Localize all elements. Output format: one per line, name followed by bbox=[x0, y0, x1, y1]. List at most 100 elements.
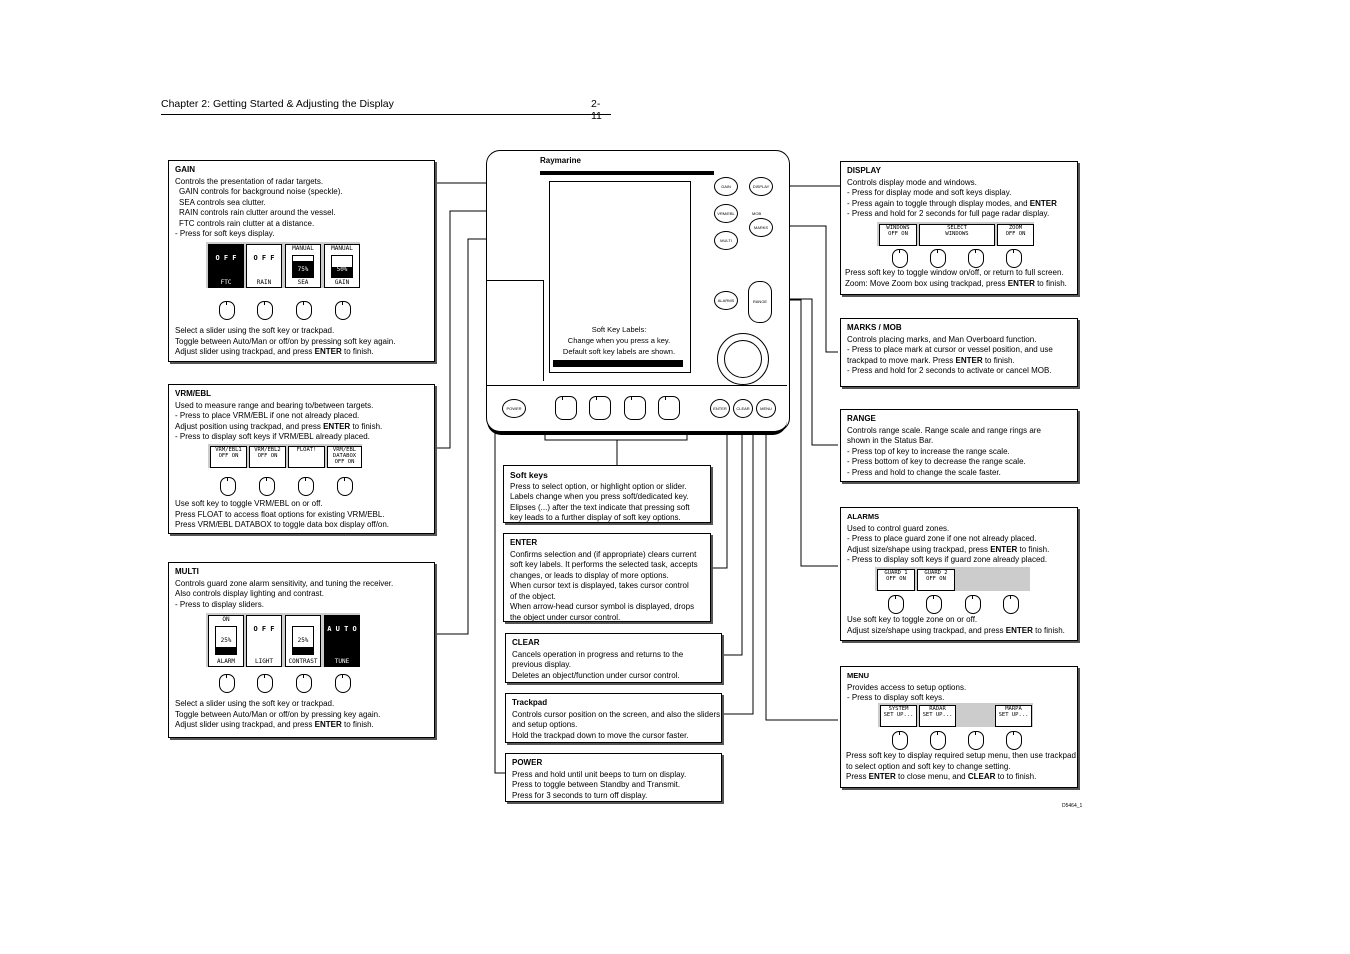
vrm-footer: Use soft key to toggle VRM/EBL on or off… bbox=[175, 499, 389, 531]
multi-foot-line: Toggle between Auto/Man or off/on by pre… bbox=[175, 709, 381, 719]
gain-soft-key-4[interactable] bbox=[335, 301, 351, 320]
header-rule bbox=[161, 114, 611, 115]
softkeys-line: Labels change when you press soft/dedica… bbox=[510, 492, 689, 501]
multi-soft-key-1[interactable] bbox=[219, 674, 235, 693]
lcd-screen bbox=[549, 181, 691, 373]
vrm-soft-key-3[interactable] bbox=[298, 477, 314, 496]
trackpad[interactable] bbox=[717, 333, 769, 385]
menu-foot-line: Press soft key to display required setup… bbox=[846, 751, 1076, 760]
gain-footer: Select a slider using the soft key or tr… bbox=[168, 322, 435, 362]
unit-side-panel bbox=[487, 280, 544, 381]
screen-text-1: Soft Key Labels: bbox=[591, 325, 647, 334]
contrast-slider: 25%CONTRAST bbox=[285, 615, 321, 667]
power-panel: POWER Press and hold until unit beeps to… bbox=[505, 753, 722, 802]
display-soft-key-3[interactable] bbox=[968, 249, 984, 268]
power-button[interactable]: POWER bbox=[502, 399, 526, 418]
softkeys-line: Press to select option, or highlight opt… bbox=[510, 481, 687, 491]
display-button[interactable]: DISPLAY bbox=[749, 177, 773, 196]
multi-button[interactable]: MULTI bbox=[714, 231, 738, 250]
range-button[interactable]: RANGE bbox=[748, 281, 772, 323]
alarms-soft-key-2[interactable] bbox=[926, 595, 942, 614]
vrm-soft-key-2[interactable] bbox=[259, 477, 275, 496]
gain-soft-key-2[interactable] bbox=[257, 301, 273, 320]
marks-line: - Press and hold for 2 seconds to activa… bbox=[847, 366, 1052, 375]
marks-line: - Press to place mark at cursor or vesse… bbox=[847, 345, 1053, 354]
multi-foot-line: Select a slider using the soft key or tr… bbox=[175, 699, 335, 708]
marks-title: MARKS / MOB bbox=[847, 323, 902, 332]
menu-line: Provides access to setup options. bbox=[847, 682, 967, 692]
display-soft-key-4[interactable] bbox=[1006, 249, 1022, 268]
menu-soft-key-4[interactable] bbox=[1006, 731, 1022, 750]
enter-line: soft key labels. It performs the selecte… bbox=[510, 560, 698, 569]
power-title: POWER bbox=[512, 758, 543, 767]
display-soft-key-2[interactable] bbox=[930, 249, 946, 268]
display-soft-key-1[interactable] bbox=[892, 249, 908, 268]
power-line: Press and hold until unit beeps to turn … bbox=[512, 769, 687, 779]
alarms-soft-key-4[interactable] bbox=[1003, 595, 1019, 614]
gain-soft-key-1[interactable] bbox=[219, 301, 235, 320]
screen-text-3: Default soft key labels are shown. bbox=[562, 347, 676, 356]
system-setup-label: SYSTEM SET UP... bbox=[880, 705, 917, 727]
multi-soft-key-4[interactable] bbox=[335, 674, 351, 693]
alarms-title: ALARMS bbox=[847, 512, 880, 521]
menu-foot-line: to select option and soft key to change … bbox=[846, 761, 1011, 771]
vrm-line: Adjust position using trackpad, and pres… bbox=[175, 421, 383, 431]
menu-line: - Press to display soft keys. bbox=[847, 693, 945, 702]
power-line: Press to toggle between Standby and Tran… bbox=[512, 780, 681, 789]
softkeys-line: key leads to a further display of soft k… bbox=[510, 513, 681, 522]
clear-line: Deletes an object/function under cursor … bbox=[512, 670, 680, 680]
multi-foot-line: Adjust slider using trackpad, and press … bbox=[175, 720, 374, 729]
range-line: shown in the Status Bar. bbox=[847, 436, 934, 445]
menu-soft-key-1[interactable] bbox=[892, 731, 908, 750]
gain-soft-key-3[interactable] bbox=[296, 301, 312, 320]
menu-soft-key-3[interactable] bbox=[968, 731, 984, 750]
unit-soft-key-1[interactable] bbox=[555, 396, 577, 420]
vrm-soft-key-1[interactable] bbox=[220, 477, 236, 496]
enter-line: When cursor text is displayed, takes cur… bbox=[510, 581, 689, 590]
radar-setup-label: RADAR SET UP... bbox=[919, 705, 956, 727]
display-title: DISPLAY bbox=[847, 166, 881, 175]
range-line: - Press bottom of key to decrease the ra… bbox=[847, 457, 1026, 466]
unit-soft-key-2[interactable] bbox=[589, 396, 611, 420]
display-line: Controls display mode and windows. bbox=[847, 177, 977, 187]
windows-label: WINDOWS OFF ON bbox=[879, 224, 917, 246]
menu-button[interactable]: MENU bbox=[756, 399, 776, 418]
multi-line: - Press to display sliders. bbox=[175, 599, 264, 609]
vrm-ebl-button[interactable]: VRM/EBL bbox=[714, 204, 738, 223]
mob-label: MOB bbox=[752, 211, 762, 216]
vrm-soft-key-4[interactable] bbox=[337, 477, 353, 496]
enter-panel: ENTER Confirms selection and (if appropr… bbox=[503, 533, 711, 622]
trackpad-line: Controls cursor position on the screen, … bbox=[512, 709, 721, 719]
alarms-line: - Press to display soft keys if guard zo… bbox=[847, 555, 1048, 564]
display-line: - Press again to toggle through display … bbox=[847, 198, 1057, 208]
clear-line: Cancels operation in progress and return… bbox=[512, 649, 684, 659]
alarms-soft-key-3[interactable] bbox=[965, 595, 981, 614]
trackpad-line: and setup options. bbox=[512, 720, 578, 729]
guard1-label: GUARD 1 OFF ON bbox=[877, 569, 915, 591]
menu-soft-key-2[interactable] bbox=[930, 731, 946, 750]
gain-line: RAIN controls rain clutter around the ve… bbox=[179, 208, 336, 217]
enter-button[interactable]: ENTER bbox=[710, 399, 730, 418]
enter-line: When arrow-head cursor symbol is display… bbox=[510, 602, 695, 611]
display-line: - Press and hold for 2 seconds for full … bbox=[847, 209, 1050, 218]
gain-line: - Press for soft keys display. bbox=[175, 229, 275, 238]
display-foot-line: Press soft key to toggle window on/off, … bbox=[845, 268, 1064, 277]
enter-title: ENTER bbox=[510, 538, 538, 547]
unit-soft-key-3[interactable] bbox=[624, 396, 646, 420]
gain-button[interactable]: GAIN bbox=[714, 177, 738, 196]
marks-line: trackpad to move mark. Press ENTER to fi… bbox=[847, 355, 1015, 365]
multi-soft-key-2[interactable] bbox=[257, 674, 273, 693]
alarms-button[interactable]: ALARMS bbox=[714, 291, 738, 310]
vrm-foot-line: Press VRM/EBL DATABOX to toggle data box… bbox=[175, 520, 390, 529]
vrm-ebl2-label: VRM/EBL2 OFF ON bbox=[249, 446, 286, 468]
gain-foot-line: Adjust slider using trackpad, and press … bbox=[175, 347, 374, 356]
range-title: RANGE bbox=[847, 414, 876, 423]
clear-button[interactable]: CLEAR bbox=[733, 399, 753, 418]
alarms-soft-key-1[interactable] bbox=[888, 595, 904, 614]
marks-button[interactable]: MARKS bbox=[749, 218, 773, 237]
unit-soft-key-4[interactable] bbox=[658, 396, 680, 420]
multi-soft-key-3[interactable] bbox=[296, 674, 312, 693]
range-line: - Press top of key to increase the range… bbox=[847, 446, 1010, 456]
